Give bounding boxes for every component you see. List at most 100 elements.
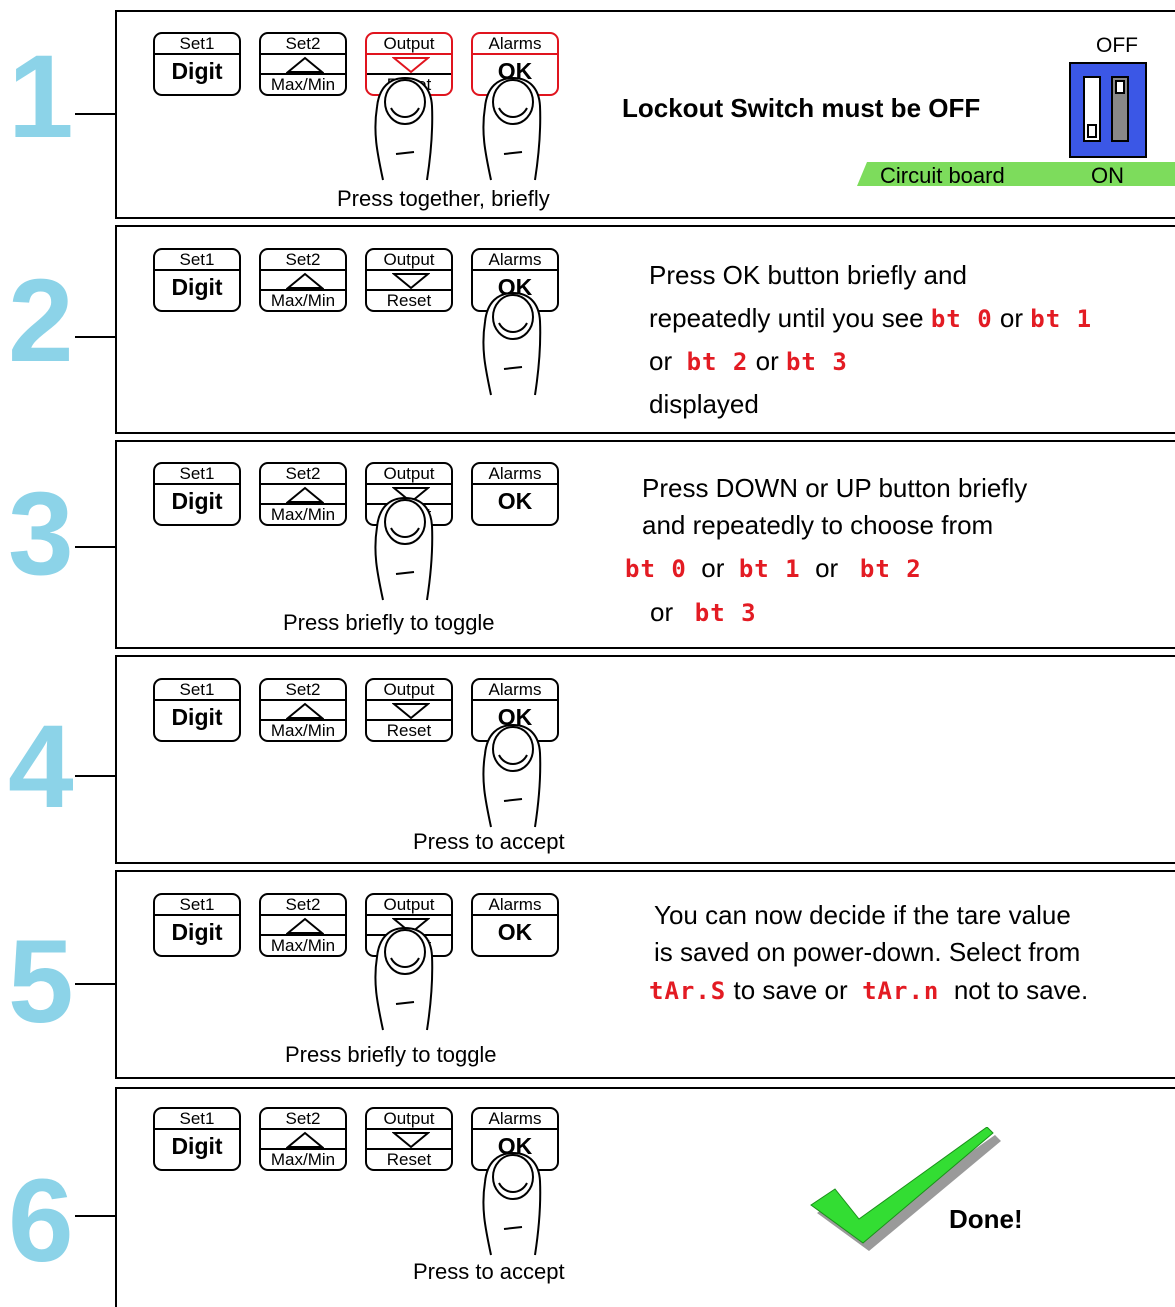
- leader-line: [75, 983, 115, 985]
- step-caption: Press briefly to toggle: [285, 1042, 497, 1067]
- set2-up-button[interactable]: Set2 Max/Min: [259, 678, 347, 742]
- button-bottom-label: Reset: [367, 1148, 451, 1169]
- button-top-label: Set1: [155, 464, 239, 485]
- button-bottom-label: Max/Min: [261, 719, 345, 740]
- or-text: or: [755, 346, 779, 376]
- button-bottom-label: Max/Min: [261, 289, 345, 310]
- lockout-instruction: Lockout Switch must be OFF: [622, 93, 981, 123]
- display-code: tAr.S: [649, 977, 727, 1005]
- output-down-button[interactable]: Output Reset: [365, 248, 453, 312]
- step-number: 4: [8, 701, 74, 833]
- step-6-panel: Set1 Digit Set2 Max/Min Output Reset Ala…: [115, 1087, 1175, 1307]
- step-caption: Press to accept: [413, 1259, 565, 1284]
- button-bottom-label: Reset: [367, 503, 451, 524]
- set2-up-button[interactable]: Set2 Max/Min: [259, 248, 347, 312]
- button-top-label: Output: [367, 250, 451, 271]
- step-caption: Press to accept: [413, 829, 565, 854]
- or-text: or: [999, 303, 1024, 333]
- button-bottom-label: Max/Min: [261, 503, 345, 524]
- set1-digit-button[interactable]: Set1 Digit: [153, 462, 241, 526]
- button-top-label: Output: [367, 680, 451, 701]
- display-code: tAr.n: [862, 977, 940, 1005]
- button-bottom-label: Max/Min: [261, 934, 345, 955]
- alarms-ok-button[interactable]: Alarms OK: [471, 893, 559, 957]
- set1-digit-button[interactable]: Set1 Digit: [153, 893, 241, 957]
- leader-line: [75, 775, 115, 777]
- instruction-line-2: is saved on power-down. Select from: [654, 937, 1081, 967]
- switch-on-label: ON: [1091, 163, 1124, 188]
- alarms-ok-button[interactable]: Alarms OK: [471, 248, 559, 312]
- leader-line: [75, 113, 115, 115]
- button-top-label: Alarms: [473, 250, 557, 271]
- output-down-button[interactable]: Output Reset: [365, 1107, 453, 1171]
- step-caption: Press briefly to toggle: [283, 610, 495, 635]
- button-top-label: Set2: [261, 1109, 345, 1130]
- switch-off-label: OFF: [1096, 34, 1138, 57]
- instruction-line-1: Press OK button briefly and: [649, 260, 967, 290]
- display-code: bt 1: [1030, 305, 1093, 333]
- button-top-label: Output: [367, 34, 451, 55]
- button-bottom-label: Reset: [367, 719, 451, 740]
- up-arrow-icon: [286, 272, 324, 290]
- alarms-ok-button[interactable]: Alarms OK: [471, 462, 559, 526]
- display-code: bt 2: [859, 555, 922, 583]
- button-top-label: Output: [367, 1109, 451, 1130]
- button-top-label: Set1: [155, 1109, 239, 1130]
- set1-digit-button[interactable]: Set1 Digit: [153, 1107, 241, 1171]
- alarms-ok-button[interactable]: Alarms OK: [471, 1107, 559, 1171]
- button-main-label: Digit: [171, 1133, 223, 1159]
- button-bottom-label: Reset: [367, 73, 451, 94]
- instruction-line-1: Press DOWN or UP button briefly: [642, 473, 1028, 503]
- instruction-line-2: repeatedly until you see bt 0 or bt 1: [649, 300, 1092, 337]
- output-down-button[interactable]: Output Reset: [365, 893, 453, 957]
- up-arrow-icon: [286, 702, 324, 720]
- switch-knob-right: [1115, 80, 1125, 94]
- instruction-line-4: displayed: [649, 389, 759, 419]
- instruction-line-4: or bt 3: [650, 594, 757, 631]
- set2-up-button[interactable]: Set2 Max/Min: [259, 462, 347, 526]
- set2-up-button[interactable]: Set2 Max/Min: [259, 893, 347, 957]
- button-main-label: OK: [497, 1133, 533, 1159]
- circuit-board: [857, 162, 1175, 186]
- display-code: bt 2: [686, 348, 749, 376]
- button-top-label: Set2: [261, 895, 345, 916]
- button-main-label: OK: [497, 488, 533, 514]
- step-2-panel: Set1 Digit Set2 Max/Min Output Reset Ala…: [115, 225, 1175, 434]
- set2-up-button[interactable]: Set2 Max/Min: [259, 32, 347, 96]
- step-number: 2: [8, 255, 74, 387]
- button-top-label: Set1: [155, 895, 239, 916]
- done-label: Done!: [949, 1204, 1023, 1234]
- button-top-label: Alarms: [473, 34, 557, 55]
- step-number: 1: [8, 31, 74, 163]
- step-3-panel: Set1 Digit Set2 Max/Min Output Reset Ala…: [115, 440, 1175, 649]
- output-down-button[interactable]: Output Reset: [365, 678, 453, 742]
- up-arrow-icon: [286, 56, 324, 74]
- button-top-label: Output: [367, 895, 451, 916]
- set1-digit-button[interactable]: Set1 Digit: [153, 678, 241, 742]
- set2-up-button[interactable]: Set2 Max/Min: [259, 1107, 347, 1171]
- button-bottom-label: Max/Min: [261, 73, 345, 94]
- output-down-button[interactable]: Output Reset: [365, 462, 453, 526]
- leader-line: [75, 546, 115, 548]
- button-bottom-label: Reset: [367, 934, 451, 955]
- set1-digit-button[interactable]: Set1 Digit: [153, 32, 241, 96]
- button-top-label: Set1: [155, 250, 239, 271]
- set1-digit-button[interactable]: Set1 Digit: [153, 248, 241, 312]
- down-arrow-icon: [392, 917, 430, 935]
- button-main-label: OK: [497, 704, 533, 730]
- display-code: bt 3: [694, 599, 757, 627]
- down-arrow-icon: [392, 702, 430, 720]
- output-down-button[interactable]: Output Reset: [365, 32, 453, 96]
- alarms-ok-button[interactable]: Alarms OK: [471, 678, 559, 742]
- alarms-ok-button[interactable]: Alarms OK: [471, 32, 559, 96]
- button-top-label: Set2: [261, 250, 345, 271]
- button-top-label: Set2: [261, 34, 345, 55]
- dip-switch-icon: [1069, 62, 1147, 158]
- display-code: bt 0: [625, 555, 687, 583]
- display-code: bt 1: [738, 555, 801, 583]
- button-top-label: Alarms: [473, 464, 557, 485]
- down-arrow-icon: [392, 56, 430, 74]
- step-1-panel: Set1 Digit Set2 Max/Min Output Reset Ala…: [115, 10, 1175, 219]
- button-main-label: OK: [497, 919, 533, 945]
- button-top-label: Set2: [261, 464, 345, 485]
